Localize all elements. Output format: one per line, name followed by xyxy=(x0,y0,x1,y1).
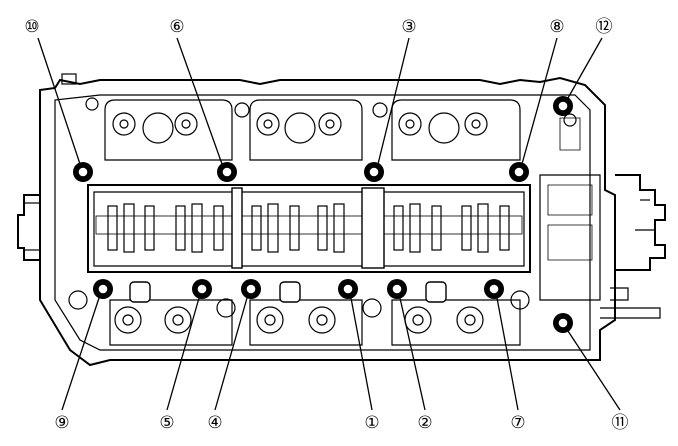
callout-9: ⑨ xyxy=(54,413,69,433)
callout-7: ⑦ xyxy=(510,413,525,433)
bolt-10 xyxy=(73,162,93,182)
cylinder-head-outline xyxy=(17,73,666,367)
callout-3: ③ xyxy=(401,17,416,37)
callout-5: ⑤ xyxy=(159,413,174,433)
bottom-ports xyxy=(68,281,530,346)
callout-11: ⑪ xyxy=(612,413,629,433)
callout-10: ⑩ xyxy=(24,17,39,37)
bolt-12 xyxy=(553,96,573,116)
bolt-1 xyxy=(338,279,358,299)
bolt-7 xyxy=(484,279,504,299)
bolt-5 xyxy=(192,279,212,299)
leader-lines xyxy=(37,37,621,411)
bolt-8 xyxy=(509,162,529,182)
cam-lobes xyxy=(107,203,510,253)
bolt-9 xyxy=(93,279,113,299)
bolt-2 xyxy=(387,279,407,299)
bolt-3 xyxy=(364,162,384,182)
callout-1: ① xyxy=(364,413,379,433)
callout-4: ④ xyxy=(207,413,222,433)
callout-12: ⑫ xyxy=(596,17,613,37)
bolt-11 xyxy=(553,313,573,333)
callouts: ⑩ ⑥ ③ ⑧ ⑫ ⑨ ⑤ ④ ① ② ⑦ ⑪ xyxy=(24,17,628,433)
bolts xyxy=(73,96,573,333)
callout-2: ② xyxy=(417,413,432,433)
callout-6: ⑥ xyxy=(169,17,184,37)
camshaft-trough xyxy=(87,184,531,273)
bolt-4 xyxy=(241,279,261,299)
callout-8: ⑧ xyxy=(549,17,564,37)
bolt-6 xyxy=(217,162,237,182)
top-ports xyxy=(85,97,577,161)
